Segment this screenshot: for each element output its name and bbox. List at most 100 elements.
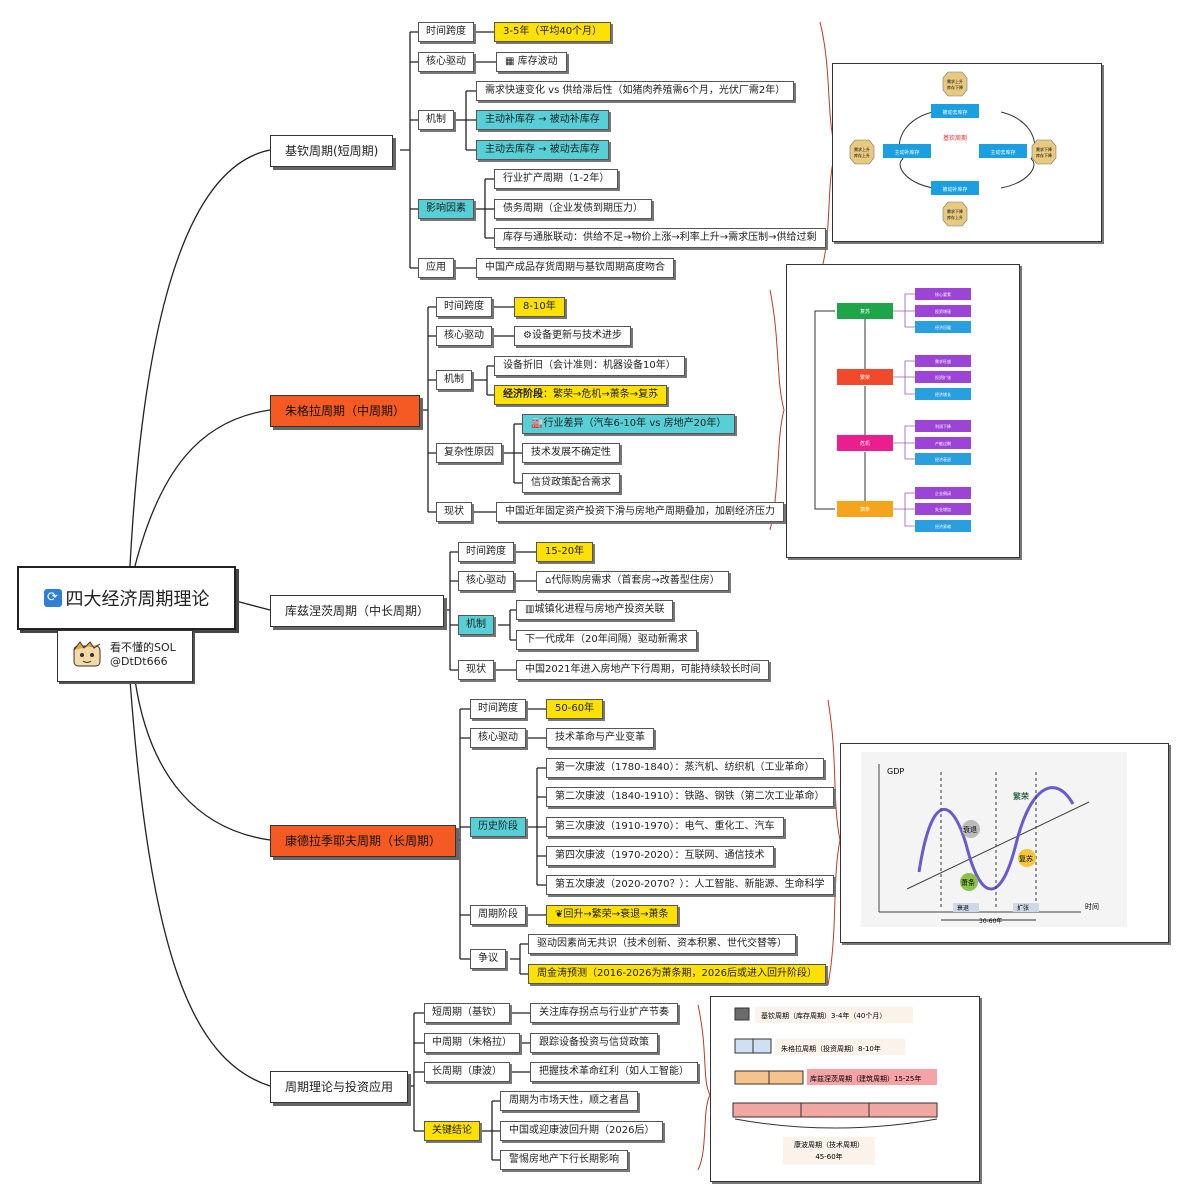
kondratiev-stage-2: 衰退 <box>963 825 977 834</box>
kuznets-mech-1[interactable]: ▥城镇化进程与房地产投资关联 <box>516 600 674 620</box>
kondratiev-time-label[interactable]: 时间跨度 <box>470 699 526 719</box>
kuznets-mech-2[interactable]: 下一代成年（20年间隔）驱动新需求 <box>516 630 697 650</box>
juglar-flow-diagram: 复苏 繁荣 危机 萧条 核心要素 投资增速 经济回暖 需求旺盛 投资扩张 经济增… <box>814 288 971 532</box>
apply-fig-row-3: 库兹涅茨周期（建筑周期）15-25年 <box>810 1074 921 1083</box>
kondratiev-node[interactable]: 康德拉季耶夫周期（长周期） <box>270 825 457 857</box>
kitchin-app-value[interactable]: 中国产成品存货周期与基钦周期高度吻合 <box>476 258 674 278</box>
factory-icon: 🏭 <box>531 418 544 429</box>
kuznets-time-value[interactable]: 15-20年 <box>536 542 594 562</box>
kondratiev-phase-label[interactable]: 周期阶段 <box>470 905 526 925</box>
apply-key-label[interactable]: 关键结论 <box>424 1121 480 1141</box>
juglar-driver-label[interactable]: 核心驱动 <box>436 326 492 346</box>
kondratiev-time-value[interactable]: 50-60年 <box>546 699 604 719</box>
kondratiev-driver-label[interactable]: 核心驱动 <box>470 728 526 748</box>
juglar-complex-1[interactable]: 🏭行业差异（汽车6-10年 vs 房地产20年） <box>522 414 736 434</box>
kitchin-factor-3[interactable]: 库存与通胀联动：供给不足→物价上涨→利率上升→需求压制→供给过剩 <box>494 228 826 248</box>
house-icon: ⌂ <box>545 575 552 586</box>
kitchin-oct-right-1: 需求下降 <box>1036 146 1052 152</box>
kondratiev-wave-2[interactable]: 第二次康波（1840-1910）：铁路、钢铁（第二次工业革命） <box>546 787 834 807</box>
kitchin-time-label[interactable]: 时间跨度 <box>418 22 474 42</box>
kondratiev-wave-3[interactable]: 第三次康波（1910-1970）：电气、重化工、汽车 <box>546 817 784 837</box>
kitchin-time-value[interactable]: 3-5年（平均40个月） <box>494 22 612 42</box>
apply-fig-row-2: 朱格拉周期（投资周期）8-10年 <box>781 1044 881 1053</box>
kitchin-oct-right-2: 库存下降 <box>1036 152 1052 158</box>
kuznets-node[interactable]: 库兹涅茨周期（中长周期） <box>270 595 445 627</box>
juglar-item-4-1: 企业倒闭 <box>935 490 951 496</box>
juglar-mech-1[interactable]: 设备折旧（会计准则：机器设备10年） <box>494 356 685 376</box>
root-title: 四大经济周期理论 <box>65 589 210 610</box>
apply-fig-row-4a: 康波周期（技术周期） <box>794 1140 864 1149</box>
juglar-complex-2[interactable]: 技术发展不确定性 <box>522 443 620 463</box>
kitchin-factor-2[interactable]: 债务周期（企业发债到期压力） <box>494 199 652 219</box>
juglar-stage-2: 繁荣 <box>860 374 870 381</box>
cycle-comparison-diagram: 基钦周期（库存周期）3-4年（40个月） 朱格拉周期（投资周期）8-10年 库兹… <box>732 1007 938 1165</box>
kondratiev-driver-value[interactable]: 技术革命与产业变革 <box>546 728 654 748</box>
kondratiev-debate-label[interactable]: 争议 <box>470 949 506 969</box>
kuznets-status-value[interactable]: 中国2021年进入房地产下行周期，可能持续较长时间 <box>516 660 770 680</box>
juglar-item-3-1: 利润下降 <box>935 423 951 429</box>
kondratiev-tick-1: 衰退 <box>957 904 969 912</box>
kitchin-mech-2[interactable]: 主动补库存 → 被动补库存 <box>476 110 609 130</box>
juglar-mech-2[interactable]: 经济阶段：繁荣→危机→萧条→复苏 <box>494 385 668 405</box>
kondratiev-xlabel: 时间 <box>1085 902 1099 911</box>
apply-fig-row-1: 基钦周期（库存周期）3-4年（40个月） <box>761 1011 886 1020</box>
juglar-complex-3[interactable]: 信贷政策配合需求 <box>522 473 620 493</box>
juglar-mech-label[interactable]: 机制 <box>436 370 472 390</box>
kitchin-mech-3[interactable]: 主动去库存 → 被动去库存 <box>476 140 609 160</box>
apply-long-value[interactable]: 把握技术革命红利（如人工智能） <box>530 1062 698 1082</box>
juglar-status-value[interactable]: 中国近年固定资产投资下滑与房地产周期叠加，加剧经济压力 <box>496 502 784 522</box>
juglar-item-2-1: 需求旺盛 <box>935 358 951 364</box>
juglar-driver-value[interactable]: ⚙设备更新与技术进步 <box>514 326 631 346</box>
apply-key-3[interactable]: 警惕房地产下行长期影响 <box>500 1150 628 1170</box>
juglar-time-label[interactable]: 时间跨度 <box>436 297 492 317</box>
juglar-stage-1: 复苏 <box>860 308 870 315</box>
kondratiev-wave-5[interactable]: 第五次康波（2020-2070？）：人工智能、新能源、生命科学 <box>546 875 834 895</box>
juglar-figure: 复苏 繁荣 危机 萧条 核心要素 投资增速 经济回暖 需求旺盛 投资扩张 经济增… <box>786 264 1020 558</box>
kondratiev-wave-chart: GDP 时间 繁荣 衰退 复苏 萧条 衰退 扩张 30-60年 <box>861 752 1127 927</box>
kuznets-time-label[interactable]: 时间跨度 <box>458 542 514 562</box>
kitchin-factor-1[interactable]: 行业扩产周期（1-2年） <box>494 169 619 189</box>
kondratiev-debate-2[interactable]: 周金涛预测（2016-2026为萧条期，2026后或进入回升阶段） <box>528 964 826 984</box>
apply-node[interactable]: 周期理论与投资应用 <box>270 1071 409 1103</box>
kondratiev-wave-1[interactable]: 第一次康波（1780-1840）：蒸汽机、纺织机（工业革命） <box>546 758 824 778</box>
kondratiev-phase-value[interactable]: ❦回升→繁荣→衰退→萧条 <box>546 905 678 925</box>
juglar-time-value[interactable]: 8-10年 <box>514 297 565 317</box>
juglar-item-4-3: 经济紧缩 <box>935 523 951 529</box>
apply-short-value[interactable]: 关注库存拐点与行业扩产节奏 <box>530 1003 678 1023</box>
kuznets-mech-label[interactable]: 机制 <box>458 615 494 635</box>
kuznets-driver-value[interactable]: ⌂代际购房需求（首套房→改善型住房） <box>536 571 729 591</box>
apply-mid-value[interactable]: 跟踪设备投资与信贷政策 <box>530 1033 658 1053</box>
kitchin-driver-value[interactable]: ▦ 库存波动 <box>496 52 567 72</box>
juglar-item-1-2: 投资增速 <box>935 308 951 314</box>
kuznets-driver-label[interactable]: 核心驱动 <box>458 571 514 591</box>
author-card: 看不懂的SOL @DtDt666 <box>57 630 193 682</box>
kitchin-app-label[interactable]: 应用 <box>418 258 454 278</box>
kitchin-oct-bottom-2: 库存上升 <box>947 214 963 220</box>
kuznets-status-label[interactable]: 现状 <box>458 660 494 680</box>
apply-mid-label[interactable]: 中周期（朱格拉） <box>424 1033 520 1053</box>
root-node[interactable]: ⟳ 四大经济周期理论 <box>17 566 236 630</box>
kondratiev-debate-1[interactable]: 驱动因素尚无共识（技术创新、资本积累、世代交替等） <box>528 934 796 954</box>
kitchin-mech-label[interactable]: 机制 <box>418 110 454 130</box>
juglar-item-3-3: 经济衰退 <box>935 456 951 462</box>
juglar-status-label[interactable]: 现状 <box>436 502 472 522</box>
kondratiev-stage-1: 繁荣 <box>1013 791 1029 801</box>
kitchin-fig-left: 主动补库存 <box>894 149 919 156</box>
apply-long-label[interactable]: 长周期（康波） <box>424 1062 510 1082</box>
kitchin-driver-label[interactable]: 核心驱动 <box>418 52 474 72</box>
kitchin-factor-label[interactable]: 影响因素 <box>418 199 474 219</box>
juglar-node[interactable]: 朱格拉周期（中周期） <box>270 395 421 427</box>
apply-key-1[interactable]: 周期为市场天性，顺之者昌 <box>500 1091 638 1111</box>
kondratiev-wave-4[interactable]: 第四次康波（1970-2020）：互联网、通信技术 <box>546 846 774 866</box>
author-name: 看不懂的SOL <box>110 641 176 654</box>
kitchin-fig-right: 主动去库存 <box>990 149 1015 156</box>
apply-key-2[interactable]: 中国或迎康波回升期（2026后） <box>500 1121 664 1141</box>
kitchin-oct-top-1: 需求上升 <box>947 78 963 84</box>
kitchin-node[interactable]: 基钦周期(短周期) <box>270 135 394 167</box>
apply-short-label[interactable]: 短周期（基钦） <box>424 1003 510 1023</box>
juglar-item-2-2: 投资扩张 <box>935 374 951 380</box>
juglar-complex-label[interactable]: 复杂性原因 <box>436 443 502 463</box>
kondratiev-hist-label[interactable]: 历史阶段 <box>470 817 526 837</box>
kitchin-mech-1[interactable]: 需求快速变化 vs 供给滞后性（如猪肉养殖需6个月，光伏厂需2年） <box>476 81 795 101</box>
juglar-stage-4: 萧条 <box>860 506 870 513</box>
